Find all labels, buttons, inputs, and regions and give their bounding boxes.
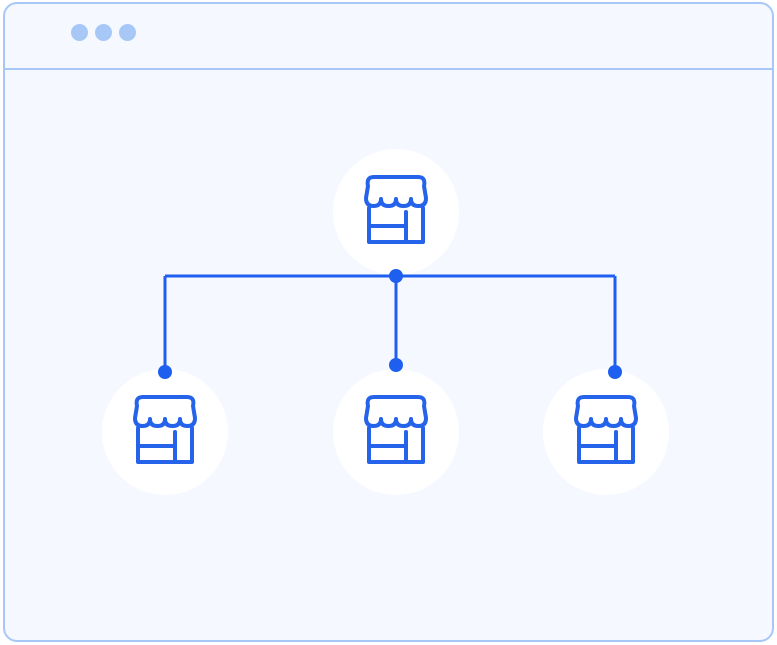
root-node[interactable] xyxy=(333,149,459,275)
browser-window xyxy=(3,2,774,642)
window-dot-2[interactable] xyxy=(95,24,112,41)
window-titlebar xyxy=(5,4,772,70)
window-controls xyxy=(71,24,136,41)
window-dot-3[interactable] xyxy=(119,24,136,41)
junction-dot-left xyxy=(158,365,172,379)
child-node-1[interactable] xyxy=(102,369,228,495)
junction-dot-root xyxy=(389,269,403,283)
child-node-2[interactable] xyxy=(333,369,459,495)
junction-dot-right xyxy=(608,365,622,379)
child-node-3[interactable] xyxy=(543,369,669,495)
connector-lines xyxy=(163,274,617,372)
junction-dot-middle xyxy=(389,358,403,372)
window-dot-1[interactable] xyxy=(71,24,88,41)
